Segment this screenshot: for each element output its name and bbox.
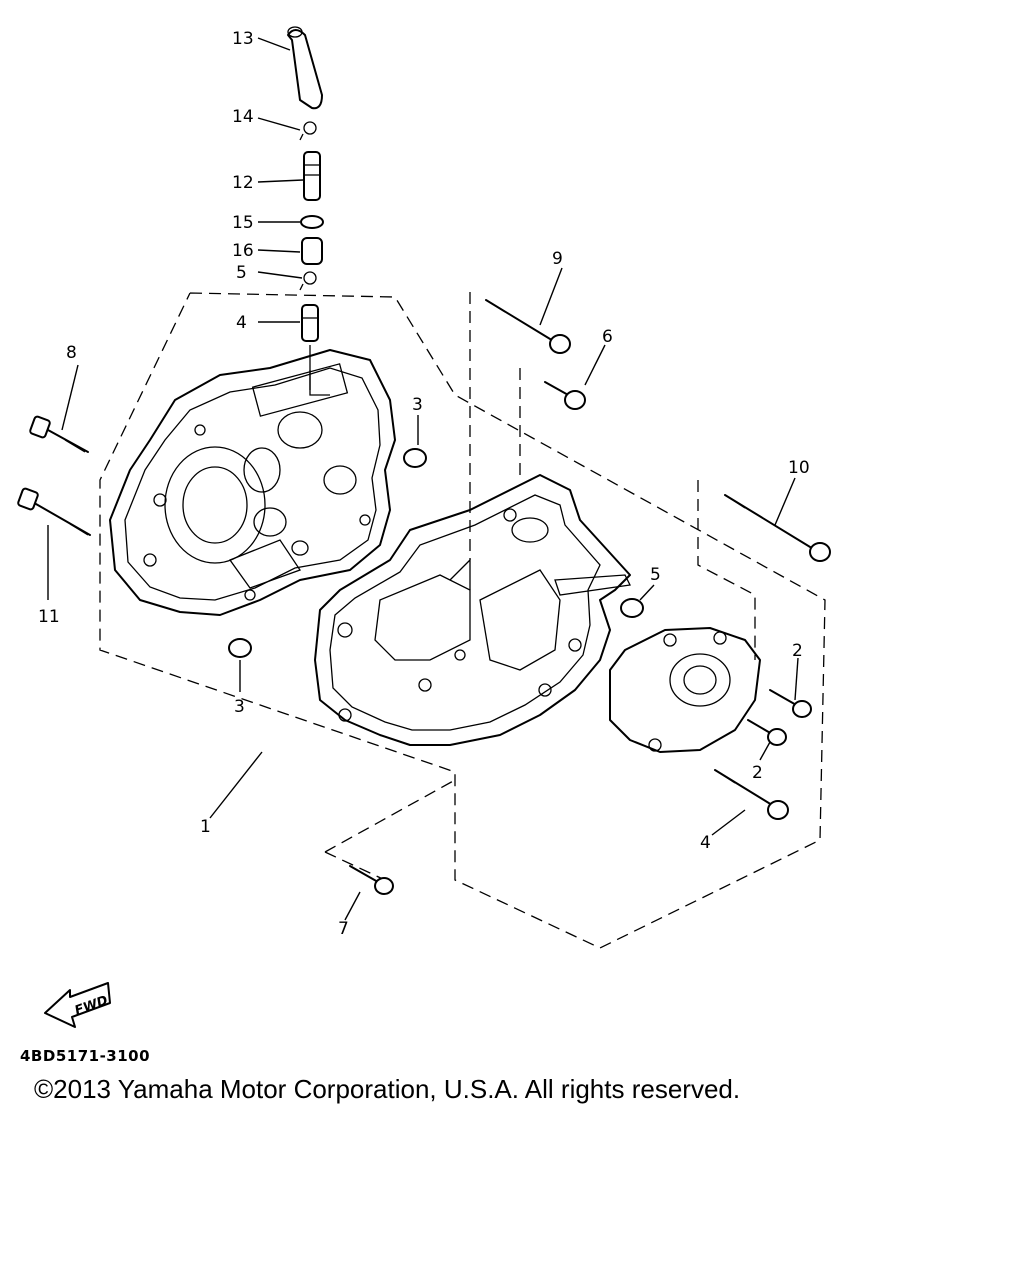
copyright-notice: ©2013 Yamaha Motor Corporation, U.S.A. A… xyxy=(34,1074,741,1104)
callout-16: 14 xyxy=(232,107,254,127)
bolts xyxy=(17,299,831,895)
leader-lines xyxy=(47,37,799,921)
bolt-10 xyxy=(29,415,89,453)
callout-12: 10 xyxy=(788,458,810,478)
callout-4: 4 xyxy=(700,833,711,853)
callout-9: 7 xyxy=(338,919,349,939)
callout-13: 11 xyxy=(38,607,60,627)
callout-3-upper: 3 xyxy=(412,395,423,415)
dowel-pins xyxy=(228,448,644,658)
exploded-parts-diagram: 13 14 12 15 16 5 4 8 11 9 6 3 10 5 2 3 2… xyxy=(17,26,831,1028)
bolt-2-lower xyxy=(747,719,787,746)
fwd-label: FWD xyxy=(73,993,110,1019)
callout-14: 12 xyxy=(232,173,254,193)
dowel-pin-3-lower xyxy=(228,638,252,658)
callout-18: 16 xyxy=(232,241,254,261)
bolt-8 xyxy=(544,381,586,410)
callout-2-upper: 2 xyxy=(792,641,803,661)
callout-1: 1 xyxy=(200,817,211,837)
dowel-pin-5 xyxy=(620,598,644,618)
left-crankcase xyxy=(109,349,396,616)
dowel-pin-3-upper xyxy=(403,448,427,468)
callouts: 13 14 12 15 16 5 4 8 11 9 6 3 10 5 2 3 2… xyxy=(38,29,810,939)
diagram-code: 4BD5171-3100 xyxy=(20,1047,151,1065)
side-cover xyxy=(609,627,761,753)
callout-17: 15 xyxy=(232,213,254,233)
bolt-4 xyxy=(714,769,789,820)
bolt-9 xyxy=(349,865,394,895)
callout-7: 5 xyxy=(236,263,247,283)
callout-10: 8 xyxy=(66,343,77,363)
breather-stack xyxy=(287,26,324,390)
assembly-outline xyxy=(99,292,826,949)
callout-11: 9 xyxy=(552,249,563,269)
callout-5: 5 xyxy=(650,565,661,585)
callout-3-lower: 3 xyxy=(234,697,245,717)
bolt-13 xyxy=(17,487,91,536)
callout-15: 13 xyxy=(232,29,254,49)
callout-6: 4 xyxy=(236,313,247,333)
fwd-arrow-icon: FWD xyxy=(44,982,111,1028)
bolt-2-upper xyxy=(769,689,812,718)
right-crankcase xyxy=(314,474,631,746)
bolt-12 xyxy=(724,494,831,562)
bolt-11 xyxy=(485,299,571,354)
callout-8: 6 xyxy=(602,327,613,347)
callout-2-lower: 2 xyxy=(752,763,763,783)
